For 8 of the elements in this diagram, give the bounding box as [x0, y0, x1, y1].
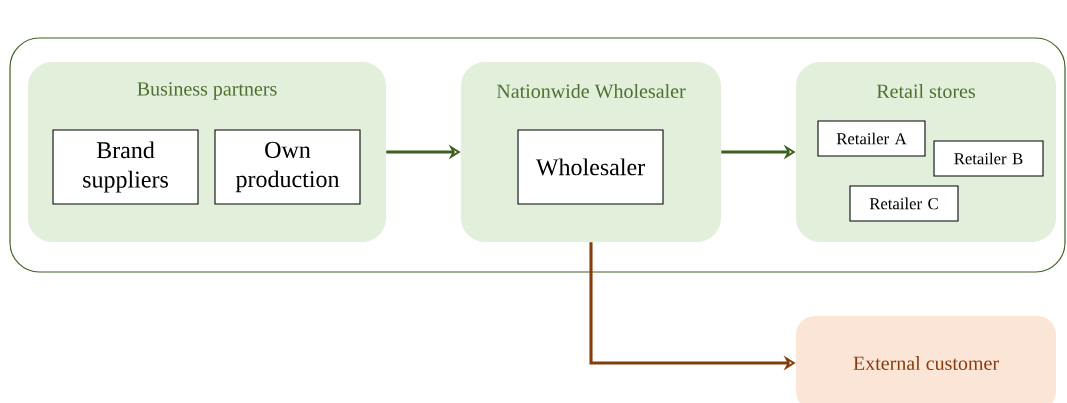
store-box: Retailer A — [817, 120, 926, 157]
store-box: Retailer C — [849, 185, 959, 222]
customer-box: External customer — [796, 316, 1056, 403]
process-box: Wholesaler — [517, 129, 664, 205]
group-frame — [9, 37, 1066, 273]
store-box: Retailer B — [933, 140, 1044, 177]
process-box: Own production — [214, 129, 361, 205]
process-box: Brand suppliers — [52, 129, 199, 205]
